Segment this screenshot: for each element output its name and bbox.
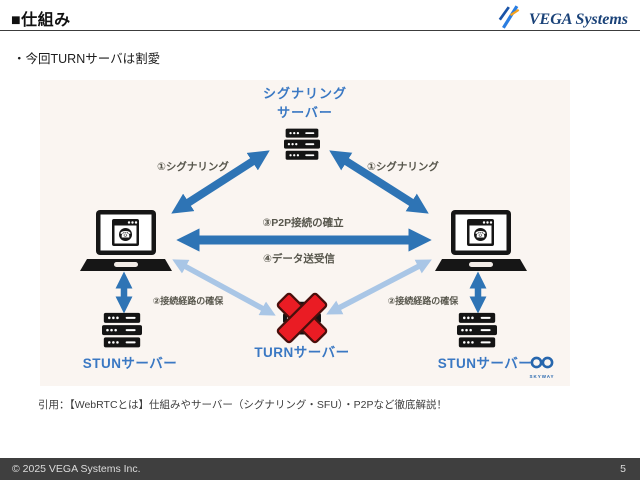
svg-text:☎: ☎ <box>475 231 486 241</box>
label-route-right: ②接続経路の確保 <box>387 296 459 306</box>
turn-server-label: TURNサーバー <box>254 345 350 360</box>
label-route-left: ②接続経路の確保 <box>152 296 224 306</box>
vega-systems-logo: VEGA Systems <box>498 4 628 35</box>
label-signaling-right: ①シグナリング <box>367 161 439 173</box>
label-signaling-left: ①シグナリング <box>157 161 229 173</box>
laptop-left-icon: ☎ <box>80 210 172 279</box>
arrow-layer <box>115 150 487 316</box>
arrow-signaling-right <box>329 150 429 214</box>
bullet-text: ・今回TURNサーバは割愛 <box>13 52 161 66</box>
stun-server-right-label: STUNサーバー <box>437 356 533 371</box>
stun-server-left-label: STUNサーバー <box>82 356 178 371</box>
stun-server-right-icon <box>457 310 497 357</box>
arrow-turn-left <box>172 259 276 316</box>
copyright-text: © 2025 VEGA Systems Inc. <box>12 463 141 475</box>
signaling-server-label: シグナリング サーバー <box>262 86 347 120</box>
label-p2p-establish: ③P2P接続の確立 <box>262 217 344 229</box>
infinity-logo-icon <box>529 356 555 373</box>
label-data-exchange: ④データ送受信 <box>263 253 335 265</box>
arrow-turn-right <box>326 259 432 315</box>
title-underline <box>0 30 640 31</box>
watermark-text: SKYWAY <box>529 374 555 379</box>
laptop-right-icon: ☎ <box>435 210 527 279</box>
logo-text: VEGA Systems <box>528 10 628 28</box>
page-number: 5 <box>620 463 626 475</box>
skyway-watermark: SKYWAY <box>524 356 560 379</box>
footer-bar: © 2025 VEGA Systems Inc. 5 <box>0 458 640 480</box>
red-cross-icon <box>273 289 331 352</box>
svg-text:☎: ☎ <box>120 231 131 241</box>
signaling-server-icon <box>284 126 320 169</box>
lightning-bolt-icon <box>498 4 525 35</box>
webrtc-architecture-diagram: シグナリング サーバー <box>40 80 570 386</box>
citation-text: 引用：【WebRTCとは】仕組みやサーバー（シグナリング・SFU）・P2Pなど徹… <box>38 399 448 411</box>
arrow-signaling-left <box>171 150 270 214</box>
page-title: ■仕組み <box>11 12 71 29</box>
stun-server-left-icon <box>102 310 142 357</box>
